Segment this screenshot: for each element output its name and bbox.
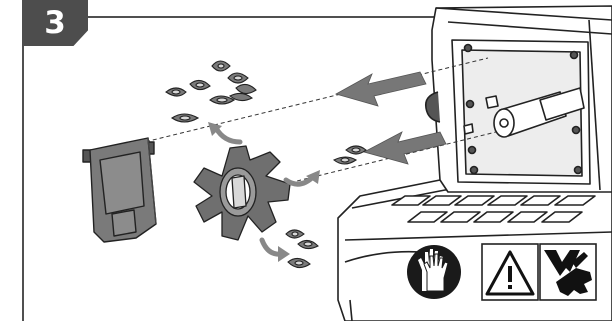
impeller: [194, 146, 290, 240]
arrow-remove-cover: [336, 72, 426, 106]
cover-plate: [83, 138, 156, 242]
arrow-remove-impeller: [364, 132, 446, 164]
hand-cut-hazard-icon: [540, 244, 596, 300]
warning-triangle-icon: [482, 244, 538, 300]
wear-protective-gloves-icon: [407, 245, 461, 299]
